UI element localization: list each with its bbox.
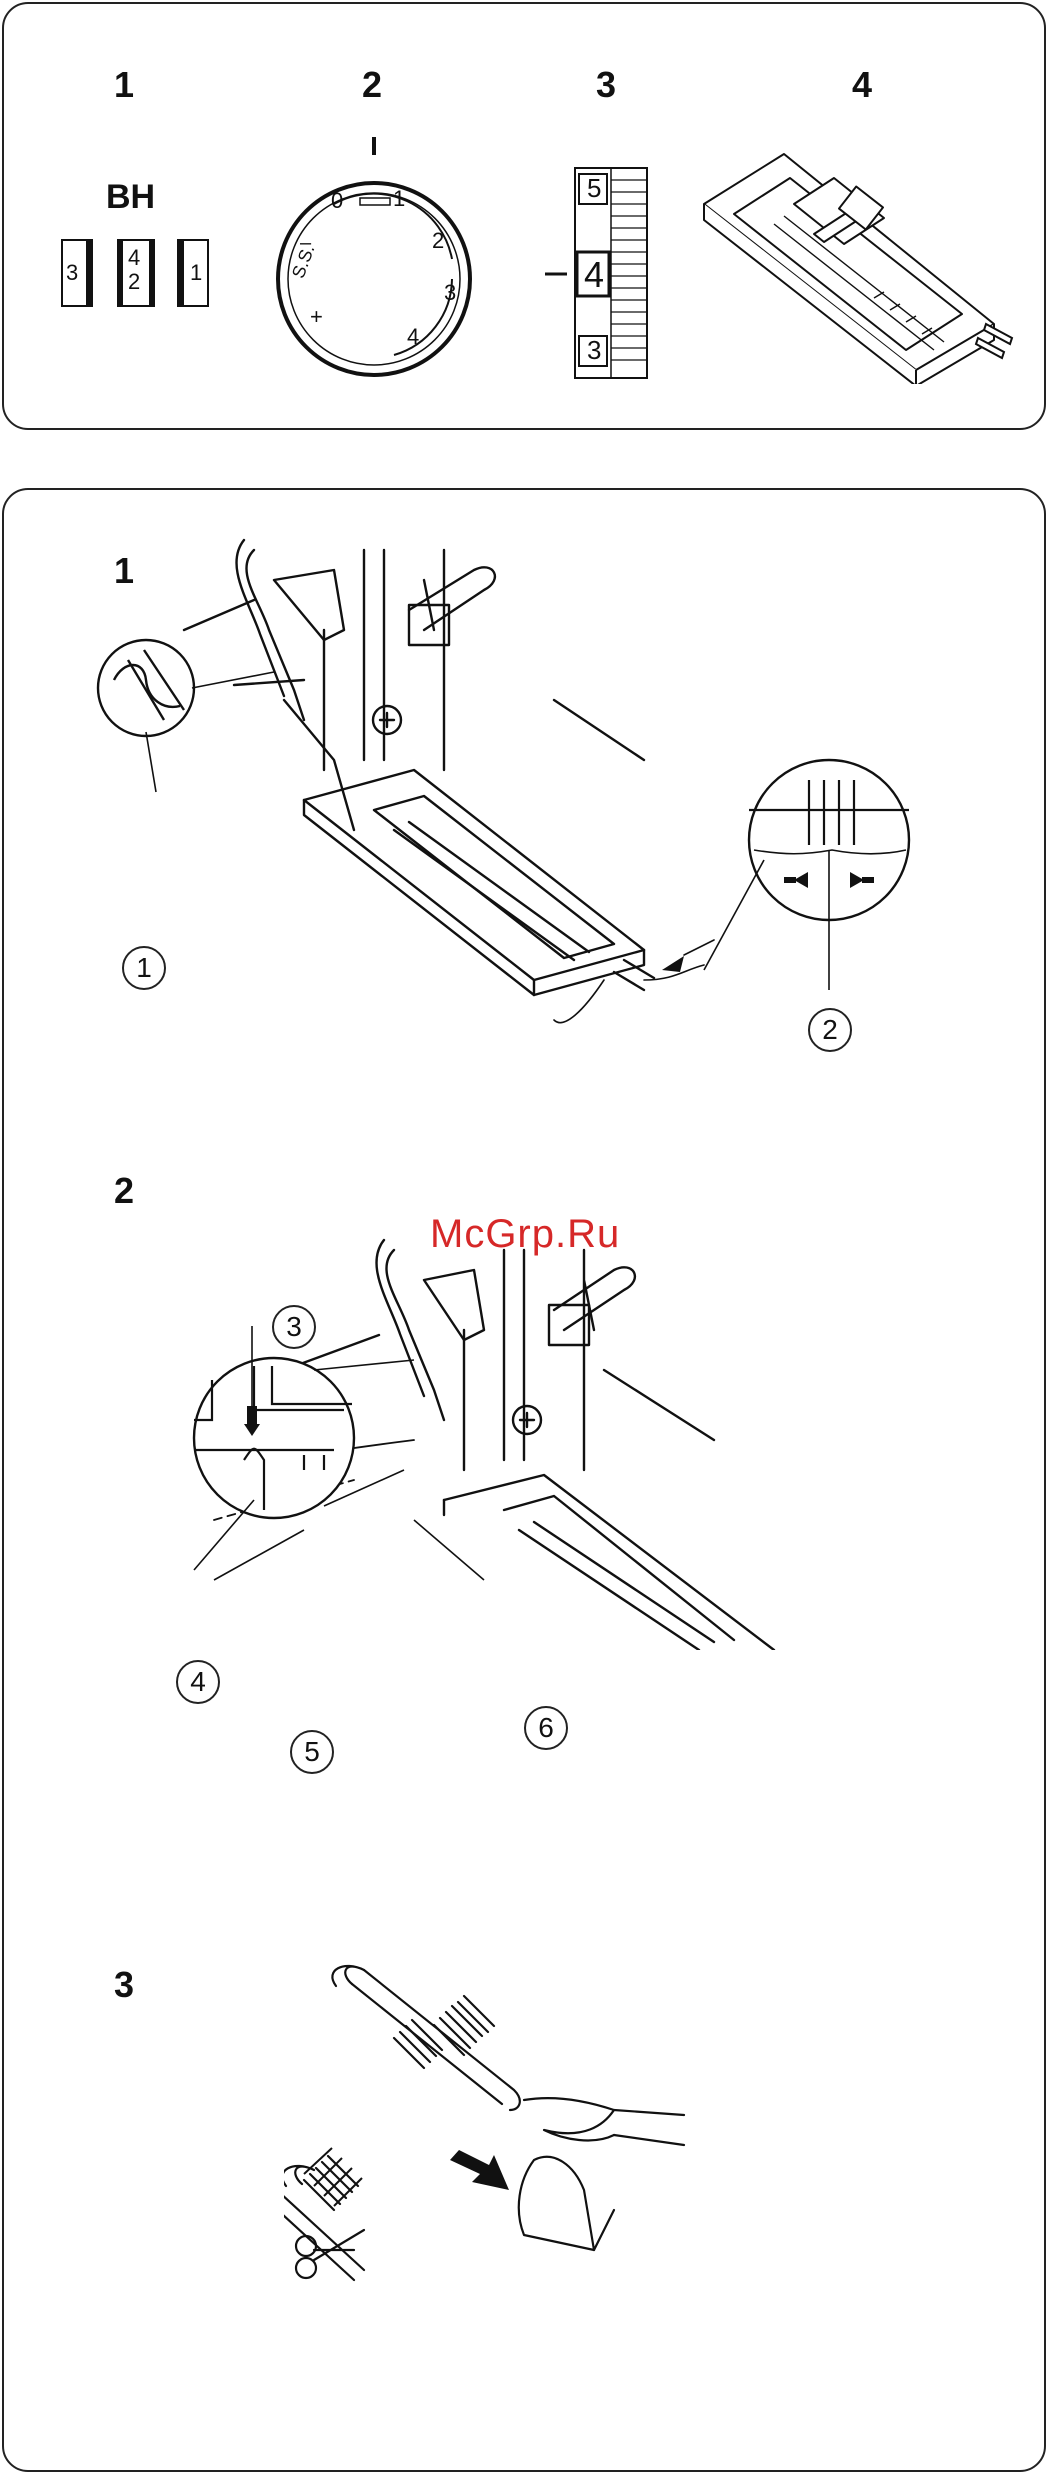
watermark-text: McGrp.Ru	[430, 1212, 620, 1257]
buttonhole-foot-illustration	[694, 144, 1024, 384]
pattern-box-42: 4 2	[128, 246, 140, 294]
callout-2: 2	[808, 1008, 852, 1052]
bh-label: BH	[106, 178, 155, 217]
steps-panel: 1 2 3	[2, 488, 1046, 2472]
step1-foot-attach-illustration	[84, 510, 1044, 1130]
settings-panel: 1 2 3 4 BH 3 4 2 1 0 1 2 3 4 + S.S. –	[2, 2, 1046, 430]
scale-value-3: 3	[587, 335, 601, 366]
dial-mark-plus: +	[310, 304, 323, 330]
dial-mark-4: 4	[407, 324, 419, 350]
setting-number-2: 2	[362, 64, 382, 106]
dial-mark-3: 3	[444, 280, 456, 306]
setting-number-1: 1	[114, 64, 134, 106]
callout-5: 5	[290, 1730, 334, 1774]
buttonhole-pattern-indicator: BH 3 4 2 1	[54, 174, 224, 324]
scale-value-5: 5	[587, 173, 601, 204]
step-number-2: 2	[114, 1170, 134, 1212]
scale-value-4: 4	[584, 254, 604, 296]
setting-number-4: 4	[852, 64, 872, 106]
callout-4: 4	[176, 1660, 220, 1704]
pattern-box-1: 1	[190, 260, 202, 286]
step3-buttonhole-cut-illustration	[284, 1950, 744, 2330]
dial-mark-0: 0	[331, 188, 343, 214]
step-number-3: 3	[114, 1964, 134, 2006]
dial-mark-minus: –	[300, 232, 311, 255]
callout-1: 1	[122, 946, 166, 990]
dial-mark-2: 2	[432, 228, 444, 254]
callout-3: 3	[272, 1305, 316, 1349]
dial-mark-1: 1	[393, 186, 405, 212]
setting-number-3: 3	[596, 64, 616, 106]
pattern-box-3: 3	[66, 260, 78, 286]
callout-6: 6	[524, 1706, 568, 1750]
